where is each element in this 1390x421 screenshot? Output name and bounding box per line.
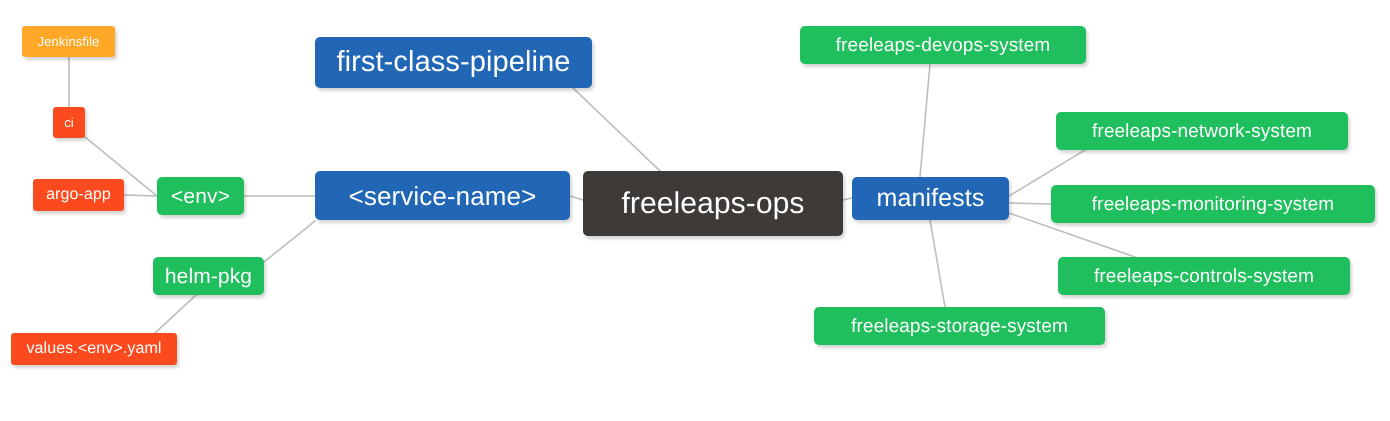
edge-freeleaps-ops-to-manifests [842, 197, 853, 201]
node-jenkinsfile[interactable]: Jenkinsfile [22, 26, 115, 57]
node-first-class-pipeline[interactable]: first-class-pipeline [315, 37, 592, 88]
edge-manifests-to-freeleaps-devops-system [919, 63, 931, 178]
edge-argo-app-to-env [123, 194, 158, 197]
edge-manifests-to-freeleaps-monitoring-system [1008, 202, 1052, 205]
edge-helm-pkg-to-service-name [263, 220, 316, 263]
node-freeleaps-monitoring-system[interactable]: freeleaps-monitoring-system [1051, 185, 1375, 223]
node-argo-app[interactable]: argo-app [33, 179, 124, 211]
node-ci[interactable]: ci [53, 107, 85, 138]
edge-service-name-to-freeleaps-ops [569, 195, 584, 201]
edge-manifests-to-freeleaps-storage-system [929, 219, 946, 308]
node-freeleaps-network-system[interactable]: freeleaps-network-system [1056, 112, 1348, 150]
node-freeleaps-devops-system[interactable]: freeleaps-devops-system [800, 26, 1086, 64]
node-values-yaml[interactable]: values.<env>.yaml [11, 333, 177, 365]
node-freeleaps-storage-system[interactable]: freeleaps-storage-system [814, 307, 1105, 345]
node-service-name[interactable]: <service-name> [315, 171, 570, 220]
node-freeleaps-ops[interactable]: freeleaps-ops [583, 171, 843, 236]
node-env[interactable]: <env> [157, 177, 244, 215]
node-manifests[interactable]: manifests [852, 177, 1009, 220]
edge-values-yaml-to-helm-pkg [154, 294, 197, 334]
node-freeleaps-controls-system[interactable]: freeleaps-controls-system [1058, 257, 1350, 295]
edge-first-class-pipeline-to-freeleaps-ops [572, 87, 661, 172]
node-helm-pkg[interactable]: helm-pkg [153, 257, 264, 295]
